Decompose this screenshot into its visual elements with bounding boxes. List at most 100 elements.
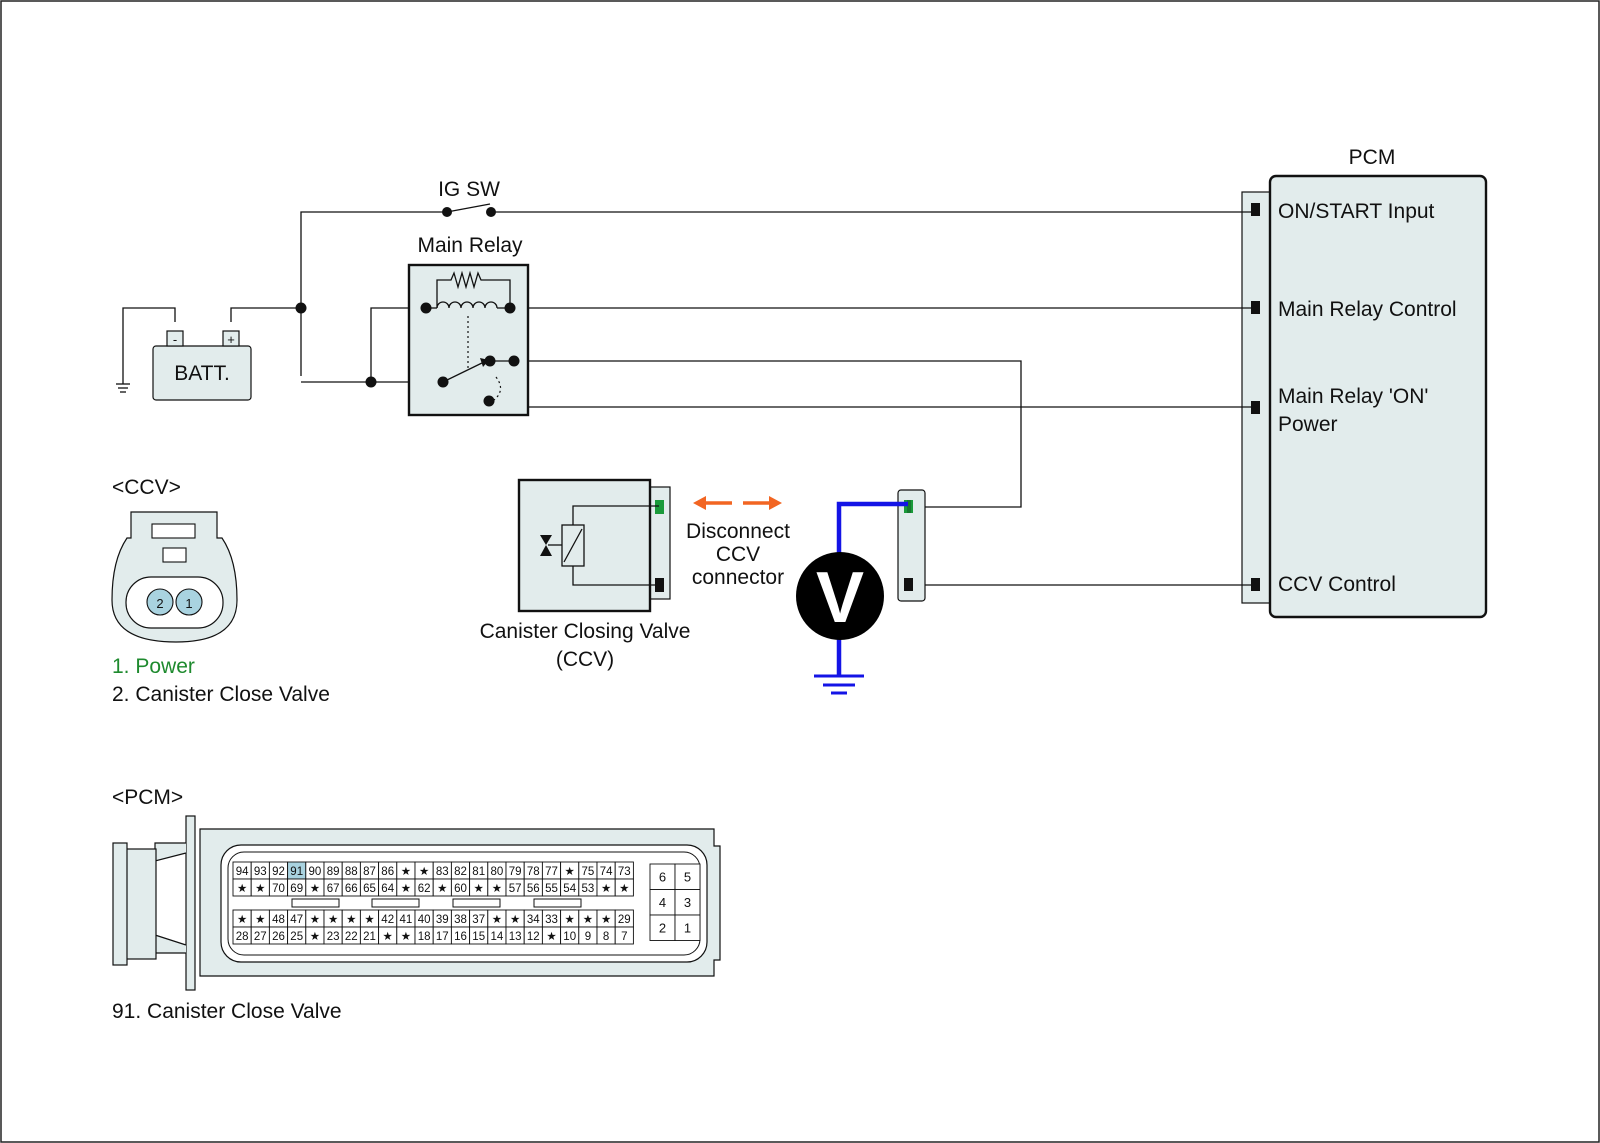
pcm-side-pin-label: 5	[684, 869, 691, 884]
wire-batt-plus	[230, 307, 301, 322]
pcm-terminal-main-relay-on-power	[1251, 401, 1260, 414]
pcm-pin-label: 8	[603, 931, 609, 943]
pcm-pin-label: 75	[582, 866, 595, 878]
pcm-pin-label: 41	[400, 914, 413, 926]
pcm-pin-label: ★	[401, 866, 411, 878]
ccv-name-line2: (CCV)	[556, 648, 614, 671]
battery: - + BATT.	[152, 330, 252, 401]
pcm-pin-label: 55	[545, 883, 558, 895]
pcm-pin-label: ★	[492, 883, 502, 895]
pcm-side-pin	[674, 914, 701, 941]
ccv-internal-wire	[572, 505, 659, 525]
wires	[116, 203, 1251, 586]
pcm-pin-label: ★	[310, 883, 320, 895]
pcm-pin-label: 89	[327, 866, 340, 878]
ccv-pin-2	[146, 588, 174, 616]
pcm-pin-label: ★	[419, 866, 429, 878]
relay-coil	[436, 301, 498, 309]
pcm-pin-label: ★	[328, 914, 338, 926]
pcm-pin-label: ★	[401, 931, 411, 943]
pcm-pin-label: 14	[491, 931, 504, 943]
pcm-pin-label: 54	[563, 883, 576, 895]
pcm-pin-label: 23	[327, 931, 340, 943]
pcm-pin-label: ★	[583, 914, 593, 926]
pcm-pin-label: 42	[381, 914, 394, 926]
harness-connector	[897, 489, 926, 602]
ccv-solenoid-slash	[563, 528, 583, 563]
pcm-pin-label: 57	[509, 883, 522, 895]
pcm-pin-label: 78	[527, 866, 540, 878]
relay-terminal	[484, 355, 496, 367]
pcm-pin-label: 10	[563, 931, 576, 943]
pcm-label-ccv-control: CCV Control	[1278, 573, 1396, 596]
ig-sw-label: IG SW	[438, 178, 500, 201]
pcm-pin-label: 56	[527, 883, 540, 895]
pcm-side-pin	[649, 889, 676, 916]
ccv-pin-1	[175, 588, 203, 616]
ccv-terminal-power	[655, 500, 664, 514]
pcm-pin-label: 12	[527, 931, 540, 943]
relay-switch-arm	[442, 361, 485, 383]
relay-terminal	[504, 302, 516, 314]
ig-switch-contact	[442, 207, 452, 217]
pcm-key-slot	[371, 898, 420, 908]
valve-icon	[540, 535, 552, 545]
pcm-pin-label: ★	[401, 883, 411, 895]
pcm-pin-label: 66	[345, 883, 358, 895]
pcm-pin-label: ★	[601, 914, 611, 926]
pcm-pin-label: ★	[619, 883, 629, 895]
battery-minus-sign: -	[173, 332, 177, 347]
ccv-legend-valve: 2. Canister Close Valve	[112, 683, 330, 706]
pcm-pin-label: 21	[363, 931, 376, 943]
arrow-right-icon	[769, 496, 782, 510]
pcm-pin-label: 7	[621, 931, 627, 943]
pcm-side-pin	[674, 889, 701, 916]
pcm-module: PCM ON/START Input Main Relay Control Ma…	[1241, 146, 1488, 619]
pcm-pin-label: ★	[237, 883, 247, 895]
pcm-pin-label: ★	[237, 914, 247, 926]
pcm-box	[1268, 174, 1488, 619]
pcm-pin-label: 39	[436, 914, 449, 926]
pcm-pin-label: ★	[492, 914, 502, 926]
battery-plus-post	[222, 330, 240, 347]
pcm-side-pin-label: 3	[684, 895, 691, 910]
ccv-pin-1-label: 1	[185, 596, 192, 611]
pcm-plug-body	[123, 848, 157, 960]
pcm-pin-label: 37	[472, 914, 485, 926]
ccv-connector-view: <CCV> 2 1 1. Power 2. Canister Close Val…	[111, 476, 330, 706]
pcm-pin-label: ★	[546, 931, 556, 943]
pcm-pin-label: 87	[363, 866, 376, 878]
pcm-pin-label: 16	[454, 931, 467, 943]
pcm-side-pin-label: 1	[684, 920, 691, 935]
pcm-pin-label: 65	[363, 883, 376, 895]
pcm-pin-label: 93	[254, 866, 267, 878]
ccv-name-line1: Canister Closing Valve	[480, 620, 691, 643]
pcm-pin-label: ★	[310, 931, 320, 943]
pcm-pin	[614, 926, 634, 945]
pcm-pin-label: 47	[290, 914, 303, 926]
ccv-connector-latch	[151, 523, 196, 539]
pcm-pin-label: 80	[491, 866, 504, 878]
battery-plus-sign: +	[227, 332, 235, 347]
ccv-internal-wire	[572, 566, 655, 586]
pcm-side-pin	[649, 914, 676, 941]
battery-body	[152, 345, 252, 401]
pcm-pin-label: ★	[255, 914, 265, 926]
pcm-pin-label: 34	[527, 914, 540, 926]
ig-switch-blade	[446, 203, 491, 213]
pcm-key-slot	[291, 898, 340, 908]
voltmeter-measurement: V	[796, 501, 908, 695]
ccv-legend-power: 1. Power	[112, 655, 195, 678]
pcm-pin-label: 38	[454, 914, 467, 926]
pcm-pin-label: 25	[290, 931, 303, 943]
pcm-pin-label: 27	[254, 931, 267, 943]
relay-resistor	[436, 270, 511, 308]
pcm-pin-label: 60	[454, 883, 467, 895]
pcm-pin-label: ★	[474, 883, 484, 895]
pcm-pin-label: 28	[236, 931, 249, 943]
disconnect-indicator: Disconnect CCV connector	[686, 496, 790, 589]
main-relay: Main Relay	[407, 234, 530, 417]
